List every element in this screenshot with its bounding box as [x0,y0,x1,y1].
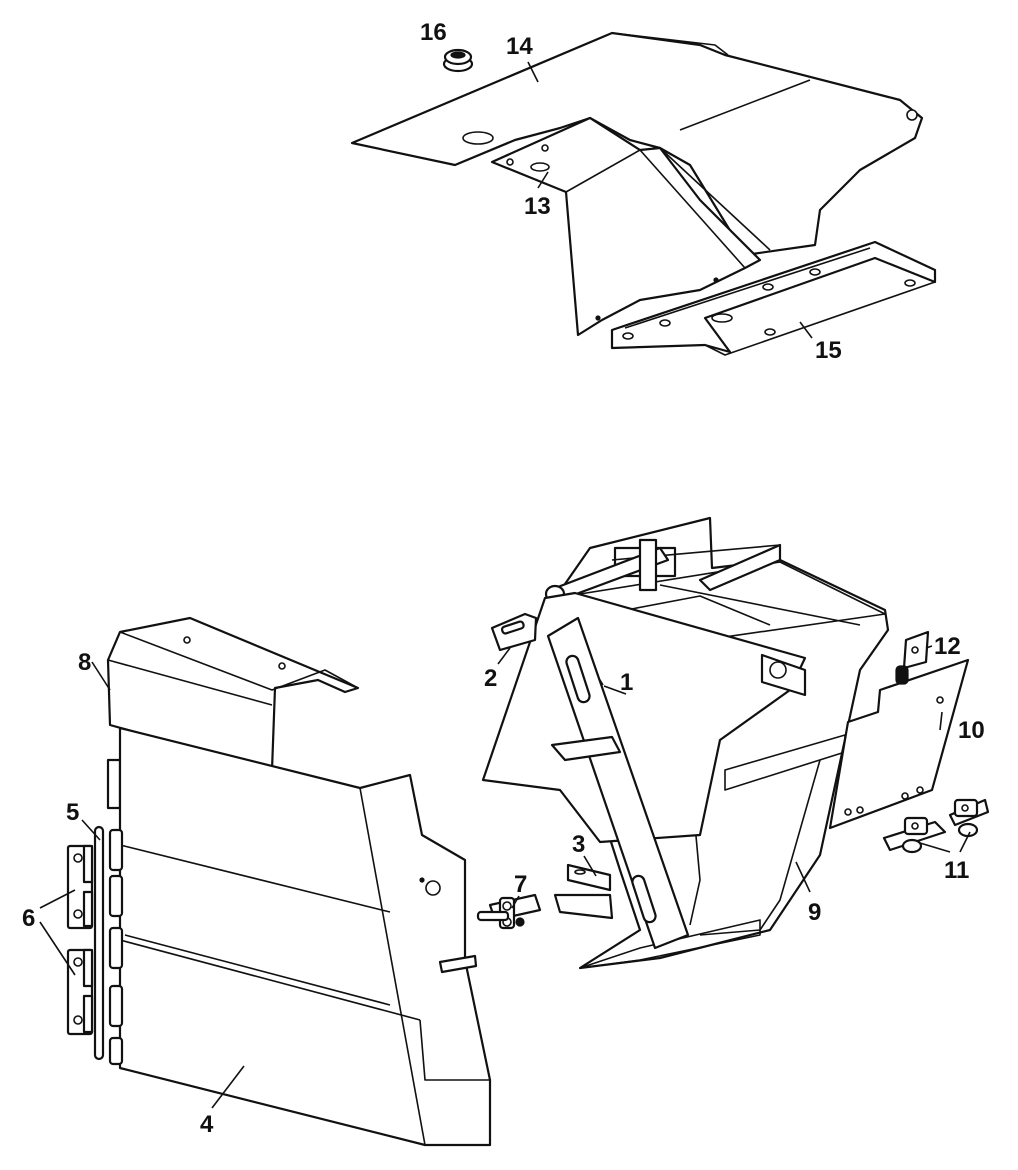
part-13-inner-bracket [490,116,771,337]
callout-11: 11 [944,857,969,884]
callout-7: 7 [514,871,527,898]
part-5-hinge-pin [93,825,105,1061]
part-1-hopper-body [481,591,807,950]
callout-16: 16 [420,19,447,46]
callout-13: 13 [524,193,551,220]
callout-3: 3 [572,831,585,858]
callout-10: 10 [958,717,985,744]
part-3-clip [553,863,614,920]
part-15-channel-rail [610,240,937,356]
part-6-hinge-leaves [66,844,94,1036]
callout-9: 9 [808,899,821,926]
callout-1: 1 [620,669,633,696]
callout-6: 6 [22,905,35,932]
callout-2: 2 [484,665,497,692]
part-4-side-door [108,726,492,1147]
part-7-latch [476,893,542,930]
part-12-hinge-tab [895,630,930,685]
part-16-grommet [442,48,474,73]
part-14-top-cover [350,31,924,257]
part-2-bracket [490,612,538,652]
callout-5: 5 [66,799,79,826]
part-8-top-panel [106,616,360,810]
part-11-hinges [882,798,990,854]
callout-15: 15 [815,337,842,364]
part-10-access-panel [828,658,970,830]
leader-lines [39,61,971,1109]
callout-14: 14 [506,33,533,60]
callout-labels: 16 14 13 15 1 2 12 10 3 7 11 9 8 5 6 4 [22,19,985,1138]
callout-12: 12 [934,633,961,660]
callout-4: 4 [200,1111,214,1138]
callout-8: 8 [78,649,91,676]
